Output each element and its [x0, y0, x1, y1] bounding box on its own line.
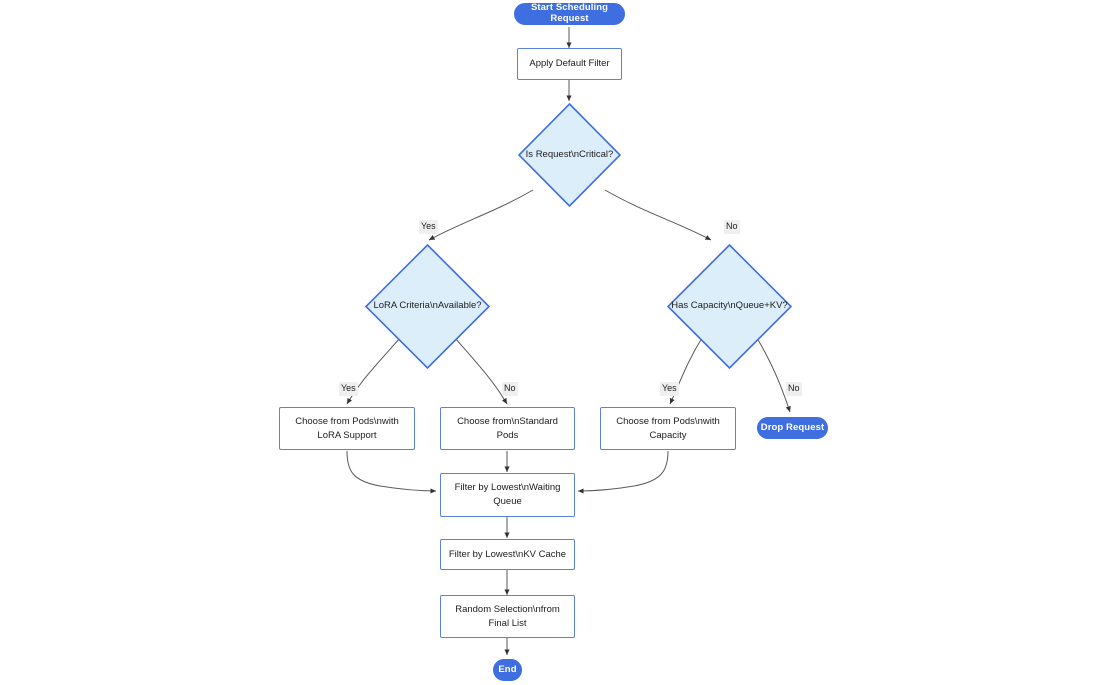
- node-label: Has Capacity\nQueue+KV?: [671, 300, 788, 312]
- node-apply-default-filter[interactable]: Apply Default Filter: [517, 48, 622, 80]
- edge-label-capacity-yes: Yes: [660, 382, 679, 396]
- node-end[interactable]: End: [493, 659, 522, 681]
- node-lora-criteria-available[interactable]: LoRA Criteria\nAvailable?: [365, 244, 490, 369]
- node-start-scheduling-request[interactable]: Start Scheduling Request: [514, 2, 625, 25]
- edge-podslora-to-filterqueue: [346, 450, 437, 494]
- node-label: Start Scheduling Request: [530, 2, 609, 24]
- node-label: Drop Request: [760, 421, 825, 433]
- edge-label-lora-no: No: [502, 382, 518, 396]
- edge-label-critical-yes: Yes: [419, 220, 438, 234]
- node-label: End: [498, 663, 517, 675]
- edge-podscap-to-filterqueue: [577, 450, 669, 494]
- node-label: Choose from Pods\nwith Capacity: [616, 415, 720, 441]
- node-label: Is Request\nCritical?: [525, 148, 614, 160]
- node-label: Apply Default Filter: [529, 58, 610, 70]
- node-random-selection-final-list[interactable]: Random Selection\nfrom Final List: [440, 595, 575, 638]
- node-choose-pods-with-capacity[interactable]: Choose from Pods\nwith Capacity: [600, 407, 736, 450]
- node-drop-request[interactable]: Drop Request: [757, 417, 828, 439]
- node-label: Random Selection\nfrom Final List: [455, 603, 560, 629]
- diamond-shape: [365, 244, 490, 369]
- node-choose-standard-pods[interactable]: Choose from\nStandard Pods: [440, 407, 575, 450]
- edge-label-lora-yes: Yes: [339, 382, 358, 396]
- node-has-capacity-queue-kv[interactable]: Has Capacity\nQueue+KV?: [667, 244, 792, 369]
- node-label: Choose from Pods\nwith LoRA Support: [295, 415, 399, 441]
- node-filter-lowest-waiting-queue[interactable]: Filter by Lowest\nWaiting Queue: [440, 473, 575, 517]
- node-label: Choose from\nStandard Pods: [457, 415, 558, 441]
- node-label: LoRA Criteria\nAvailable?: [373, 300, 482, 312]
- node-filter-lowest-kv-cache[interactable]: Filter by Lowest\nKV Cache: [440, 539, 575, 570]
- node-label: Filter by Lowest\nKV Cache: [448, 548, 567, 560]
- node-label: Filter by Lowest\nWaiting Queue: [454, 482, 561, 507]
- diamond-shape: [667, 244, 792, 369]
- edge-label-capacity-no: No: [786, 382, 802, 396]
- node-choose-pods-with-lora-support[interactable]: Choose from Pods\nwith LoRA Support: [279, 407, 415, 450]
- diamond-shape: [518, 103, 621, 207]
- edge-label-critical-no: No: [724, 220, 740, 234]
- node-is-request-critical[interactable]: Is Request\nCritical?: [518, 103, 621, 207]
